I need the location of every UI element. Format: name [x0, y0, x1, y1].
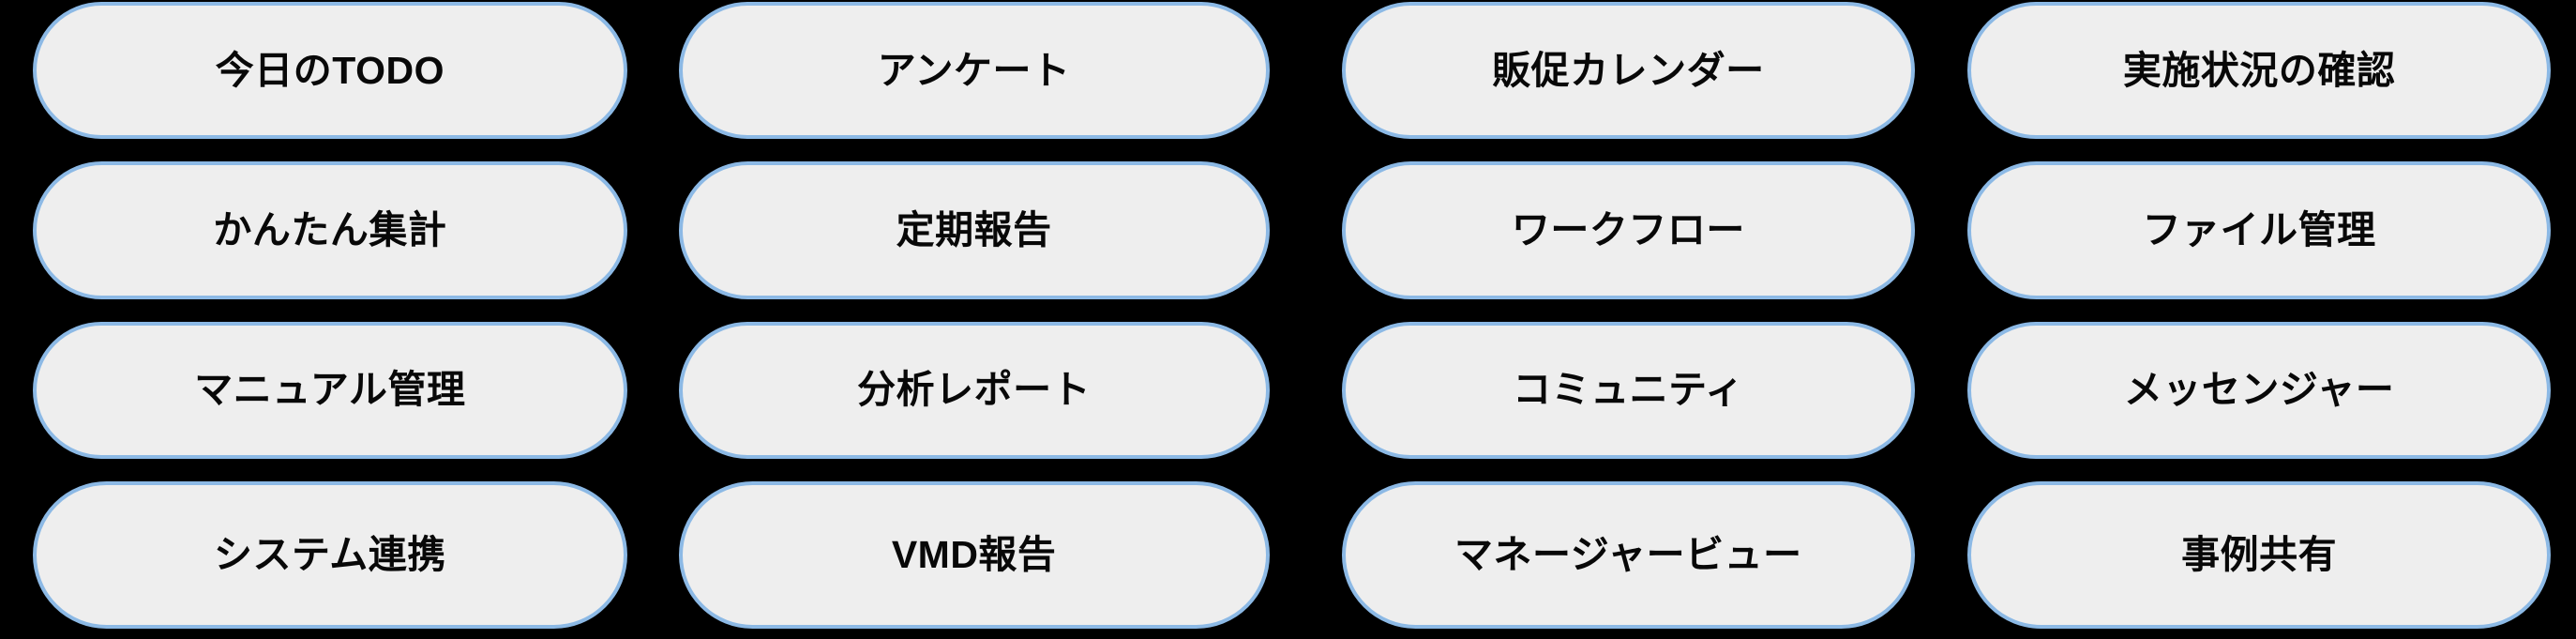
feature-button-easy-aggregation[interactable]: かんたん集計	[33, 161, 627, 299]
grid-cell: 事例共有	[1932, 479, 2576, 639]
feature-button-label: ワークフロー	[1511, 207, 1745, 251]
feature-button-label: VMD報告	[891, 532, 1057, 576]
feature-button-vmd-report[interactable]: VMD報告	[678, 480, 1270, 629]
feature-button-promotion-calendar[interactable]: 販促カレンダー	[1341, 2, 1916, 140]
feature-button-label: 販促カレンダー	[1492, 48, 1765, 92]
feature-button-label: コミュニティ	[1513, 368, 1744, 412]
feature-button-label: システム連携	[213, 532, 446, 576]
feature-button-label: 事例共有	[2181, 532, 2338, 576]
feature-button-label: 実施状況の確認	[2122, 48, 2396, 92]
grid-cell: 定期報告	[644, 160, 1288, 319]
feature-button-manager-view[interactable]: マネージャービュー	[1341, 480, 1916, 629]
feature-button-label: 定期報告	[896, 207, 1052, 251]
feature-button-today-todo[interactable]: 今日のTODO	[33, 2, 627, 140]
feature-button-survey[interactable]: アンケート	[678, 2, 1270, 140]
grid-cell: アンケート	[644, 0, 1288, 160]
grid-cell: システム連携	[0, 479, 644, 639]
feature-button-label: アンケート	[877, 48, 1071, 92]
feature-button-periodic-report[interactable]: 定期報告	[678, 161, 1270, 299]
feature-button-system-integration[interactable]: システム連携	[33, 480, 627, 629]
grid-cell: かんたん集計	[0, 160, 644, 319]
feature-button-community[interactable]: コミュニティ	[1341, 321, 1916, 459]
feature-button-workflow[interactable]: ワークフロー	[1341, 161, 1916, 299]
grid-cell: マニュアル管理	[0, 320, 644, 479]
feature-button-label: メッセンジャー	[2123, 368, 2395, 412]
feature-button-label: マネージャービュー	[1454, 532, 1802, 576]
grid-cell: VMD報告	[644, 479, 1288, 639]
feature-button-label: ファイル管理	[2142, 207, 2376, 251]
feature-button-file-management[interactable]: ファイル管理	[1967, 161, 2551, 299]
feature-button-analysis-report[interactable]: 分析レポート	[678, 321, 1270, 459]
feature-button-case-sharing[interactable]: 事例共有	[1967, 480, 2551, 629]
feature-button-label: 今日のTODO	[215, 48, 444, 92]
feature-button-messenger[interactable]: メッセンジャー	[1967, 321, 2551, 459]
grid-cell: マネージャービュー	[1288, 479, 1933, 639]
feature-button-implementation-status-check[interactable]: 実施状況の確認	[1967, 2, 2551, 140]
grid-cell: メッセンジャー	[1932, 320, 2576, 479]
grid-cell: 今日のTODO	[0, 0, 644, 160]
grid-cell: ファイル管理	[1932, 160, 2576, 319]
feature-button-label: マニュアル管理	[194, 368, 466, 412]
grid-cell: 販促カレンダー	[1288, 0, 1933, 160]
feature-button-label: かんたん集計	[213, 207, 447, 251]
feature-button-label: 分析レポート	[857, 368, 1092, 412]
grid-cell: 実施状況の確認	[1932, 0, 2576, 160]
feature-button-manual-management[interactable]: マニュアル管理	[33, 321, 627, 459]
grid-cell: 分析レポート	[644, 320, 1288, 479]
grid-cell: ワークフロー	[1288, 160, 1933, 319]
grid-cell: コミュニティ	[1288, 320, 1933, 479]
